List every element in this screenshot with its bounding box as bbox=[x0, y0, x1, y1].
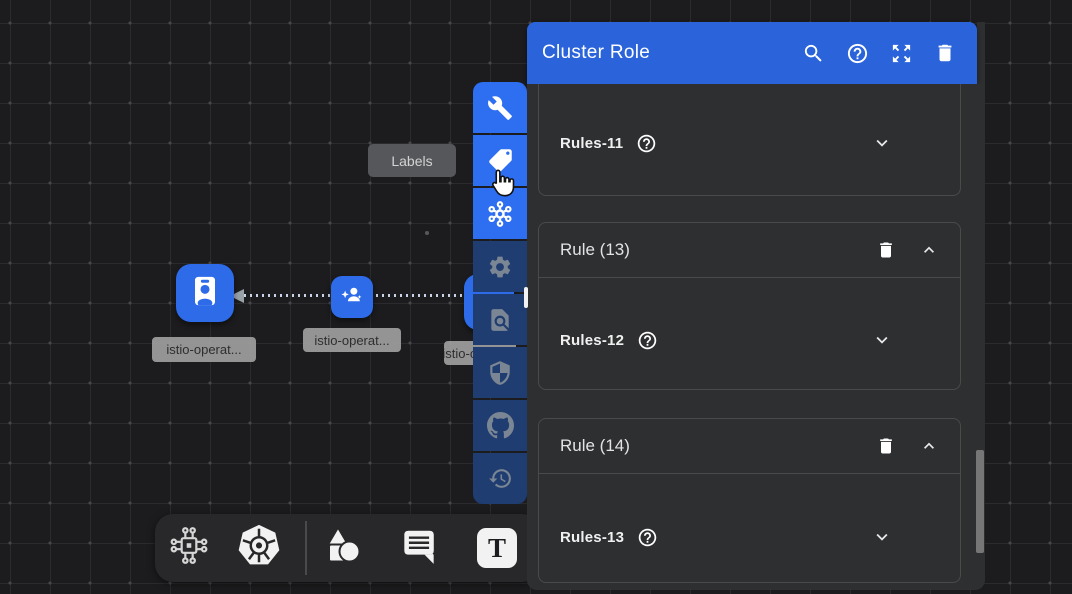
chevron-down-icon[interactable] bbox=[871, 329, 893, 351]
chevron-up-icon[interactable] bbox=[919, 436, 939, 456]
toolbar-divider bbox=[305, 521, 307, 575]
tag-icon bbox=[487, 147, 514, 174]
rule-header-row[interactable]: Rule (13) bbox=[538, 222, 961, 278]
trash-icon[interactable] bbox=[876, 436, 896, 456]
github-icon bbox=[486, 412, 514, 439]
field-row: Rules-12 bbox=[538, 320, 961, 360]
topology-icon[interactable] bbox=[167, 524, 211, 573]
shapes-icon[interactable] bbox=[318, 522, 366, 575]
search-icon[interactable] bbox=[802, 42, 825, 65]
hand-cursor bbox=[486, 167, 518, 204]
field-label: Rules-12 bbox=[560, 331, 625, 349]
trash-icon[interactable] bbox=[876, 240, 896, 260]
panel-scrollbar-thumb[interactable] bbox=[976, 450, 984, 553]
panel-header: Cluster Role bbox=[527, 22, 977, 84]
github-tool-button[interactable] bbox=[473, 400, 527, 451]
node-istio-operator-binding[interactable] bbox=[331, 276, 373, 318]
security-tool-button[interactable] bbox=[473, 347, 527, 398]
shield-icon bbox=[487, 360, 513, 386]
help-icon[interactable] bbox=[637, 527, 658, 548]
field-row: Rules-13 bbox=[538, 517, 961, 557]
rule-label: Rule (13) bbox=[560, 239, 630, 259]
field-row: Rules-11 bbox=[538, 114, 961, 172]
wrench-tool-button[interactable] bbox=[473, 82, 527, 133]
user-sparkle-icon bbox=[337, 280, 367, 315]
find-in-page-icon bbox=[487, 307, 513, 333]
id-badge-icon bbox=[185, 271, 225, 316]
node-istio-operator-role[interactable] bbox=[176, 264, 234, 322]
hub-tool-button[interactable] bbox=[473, 188, 527, 239]
history-tool-button[interactable] bbox=[473, 453, 527, 504]
settings-tool-button[interactable] bbox=[473, 241, 527, 292]
chevron-down-icon[interactable] bbox=[871, 132, 893, 154]
expand-icon[interactable] bbox=[890, 42, 913, 65]
node-label: istio-operat... bbox=[152, 337, 256, 362]
help-icon[interactable] bbox=[636, 133, 657, 154]
field-label: Rules-13 bbox=[560, 528, 625, 546]
rule-label: Rule (14) bbox=[560, 435, 630, 455]
node-label: istio-operat... bbox=[303, 328, 401, 352]
trash-icon[interactable] bbox=[934, 42, 956, 64]
gear-icon bbox=[487, 254, 513, 280]
labels-tooltip: Labels bbox=[368, 144, 456, 177]
panel-body[interactable]: Rules-11 Rule (13) Rules-12 bbox=[527, 84, 985, 590]
help-icon[interactable] bbox=[637, 330, 658, 351]
history-icon bbox=[488, 466, 513, 491]
canvas-dot bbox=[425, 231, 429, 235]
panel-gutter bbox=[977, 22, 985, 84]
rule-header-row[interactable]: Rule (14) bbox=[538, 418, 961, 474]
hub-icon bbox=[486, 200, 514, 228]
wrench-icon bbox=[487, 95, 513, 121]
panel-left-scrollbar[interactable] bbox=[524, 287, 528, 308]
comment-icon[interactable] bbox=[397, 524, 441, 573]
panel-title: Cluster Role bbox=[542, 42, 651, 63]
help-icon[interactable] bbox=[846, 42, 869, 65]
kubernetes-icon[interactable] bbox=[236, 523, 282, 574]
chevron-up-icon[interactable] bbox=[919, 240, 939, 260]
text-tool-icon[interactable]: T bbox=[477, 528, 517, 568]
chevron-down-icon[interactable] bbox=[871, 526, 893, 548]
bottom-toolbar: T bbox=[155, 514, 540, 582]
doc-search-tool-button[interactable] bbox=[473, 294, 527, 345]
field-label: Rules-11 bbox=[560, 134, 624, 152]
